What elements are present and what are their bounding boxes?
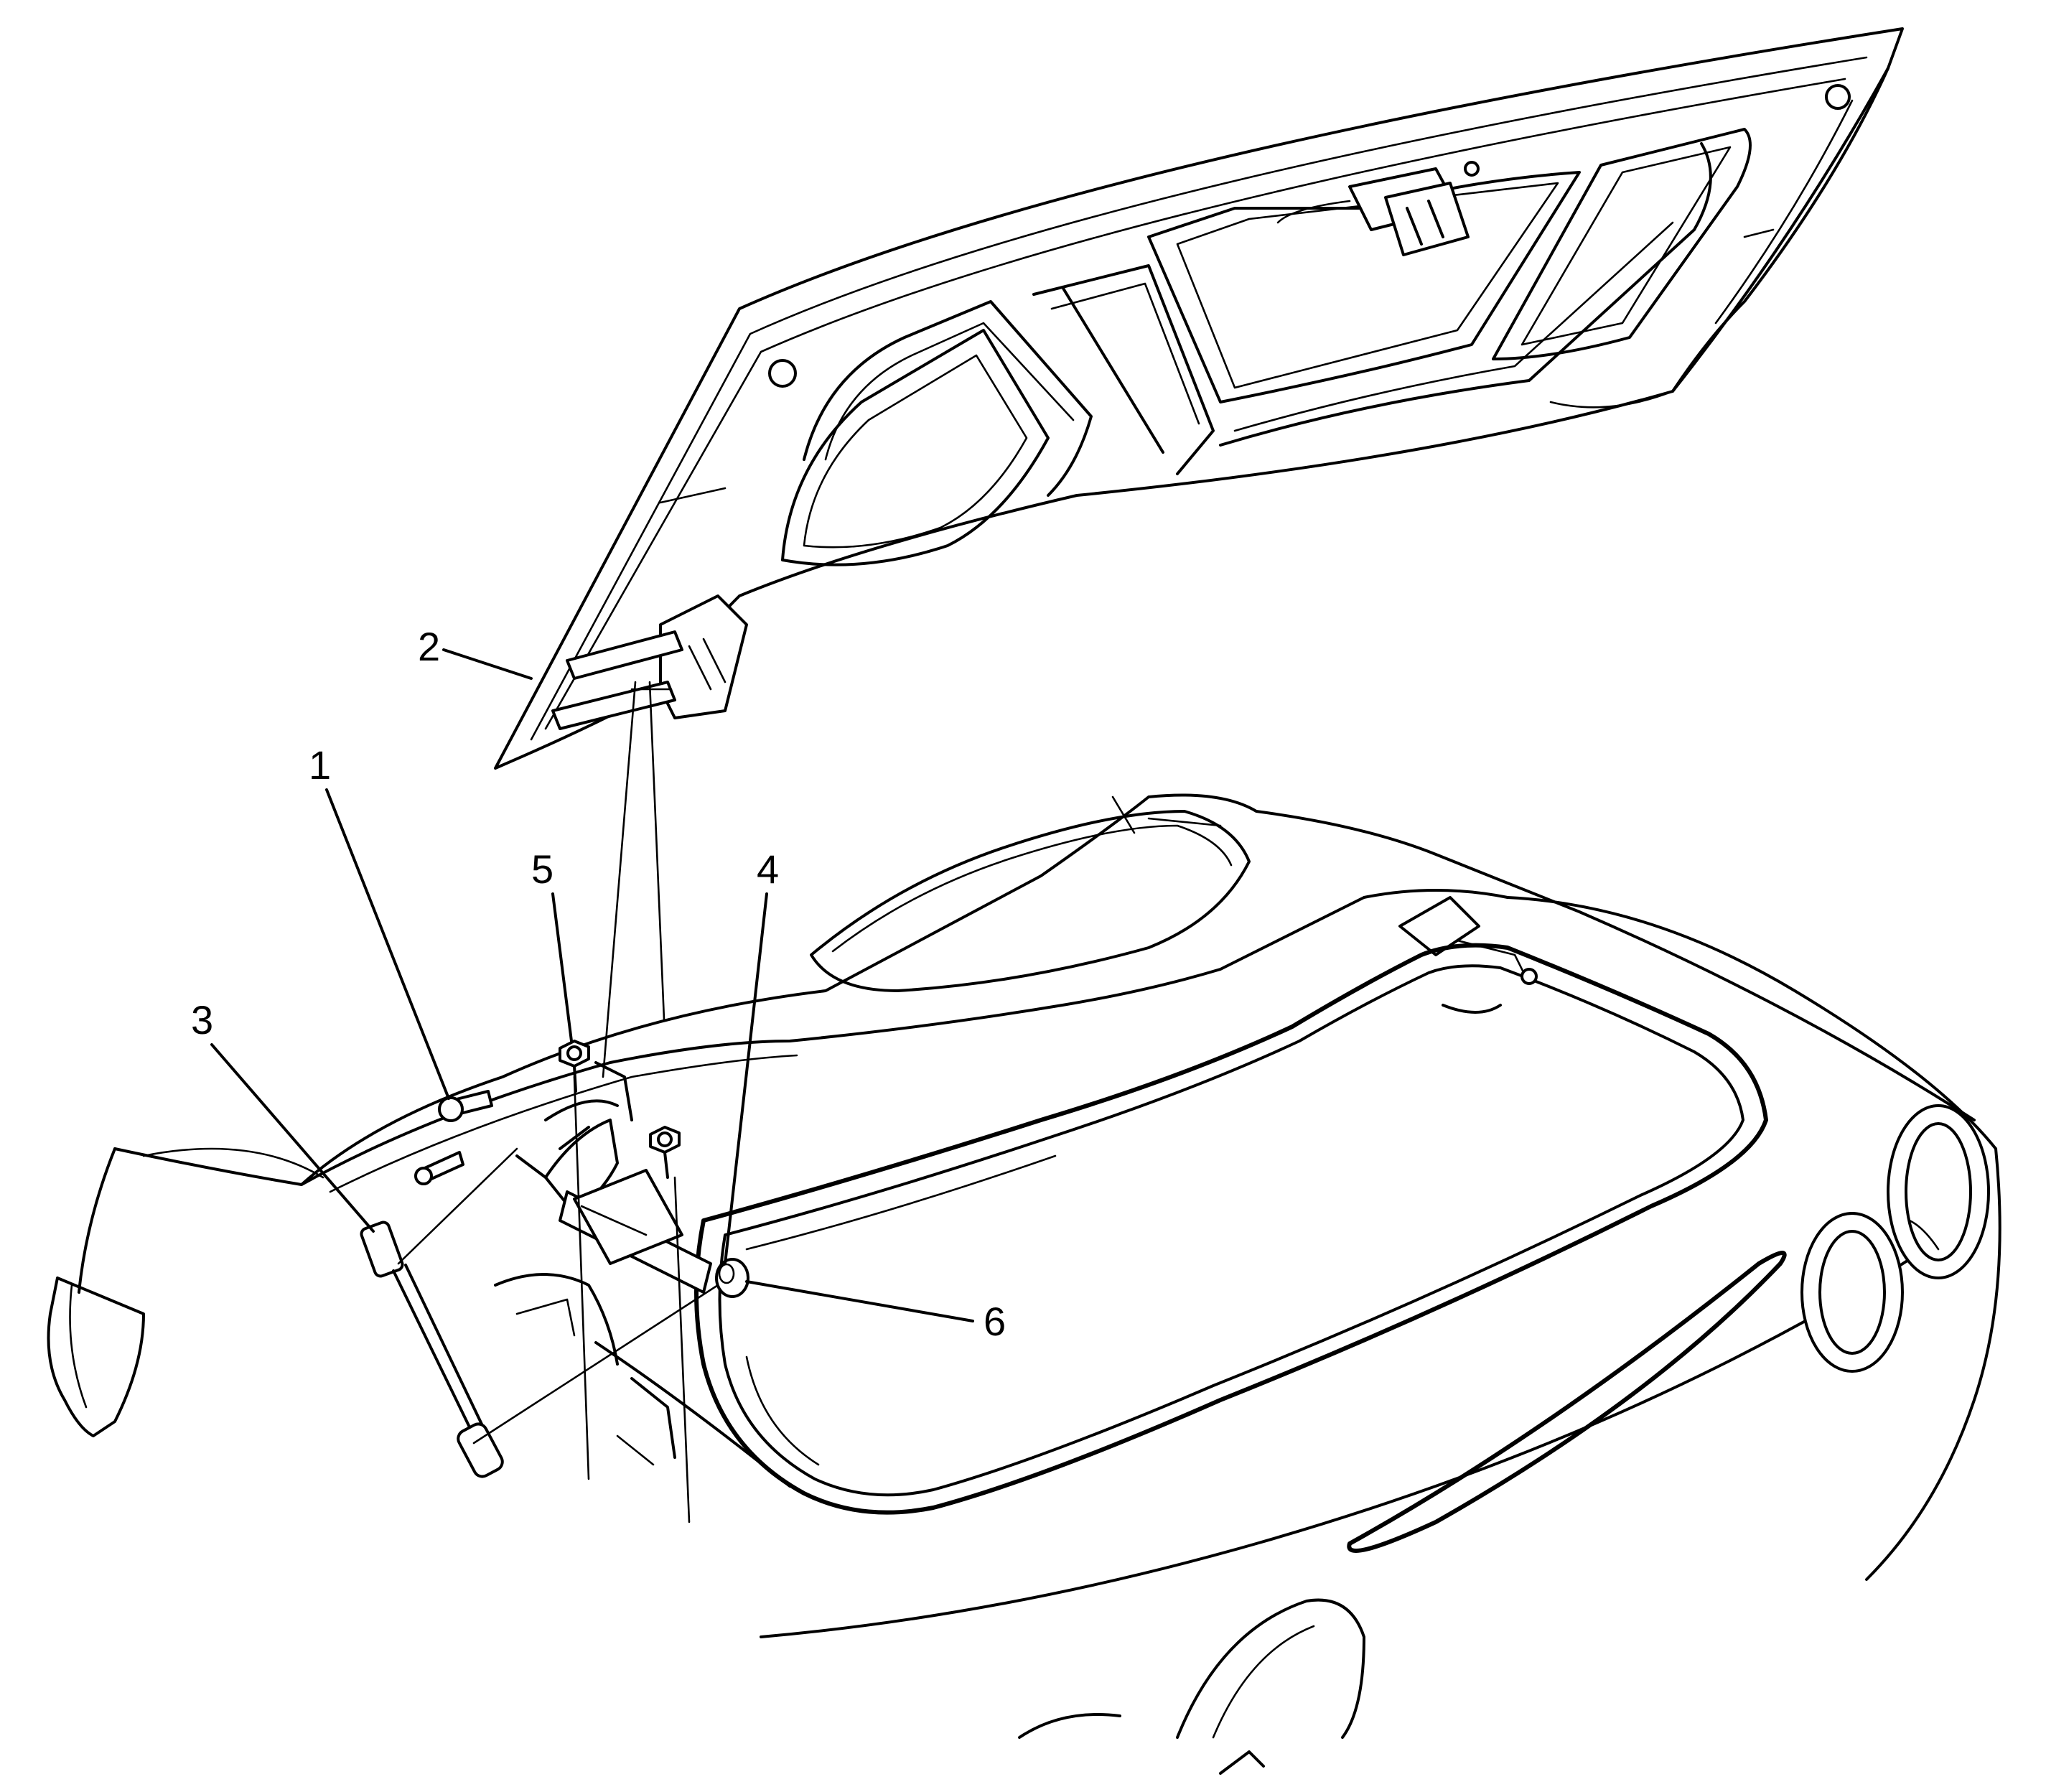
callout-1-label: 1 [309, 742, 331, 788]
callout-4-label: 4 [757, 846, 779, 892]
side-scoop [1347, 1251, 1787, 1553]
trunk-opening [694, 943, 1768, 1515]
callout-3: 3 [191, 997, 375, 1233]
callout-5: 5 [531, 846, 573, 1042]
hinge-nut-right [649, 1126, 681, 1179]
hinge-bolt [414, 1090, 493, 1185]
callout-3-label: 3 [191, 997, 213, 1042]
lid-latch [1276, 161, 1480, 256]
callout-4: 4 [724, 846, 779, 1265]
tail-light-lower [1018, 1598, 1365, 1775]
lid-bumper-left [768, 359, 797, 388]
bumper-stop [715, 1258, 749, 1298]
callout-2-label: 2 [418, 624, 440, 669]
callout-6: 6 [745, 1280, 1006, 1344]
callout-6-label: 6 [984, 1299, 1006, 1344]
callout-5-label: 5 [531, 846, 553, 892]
lid-hinge [515, 1061, 712, 1294]
lid-bumper-right [1825, 84, 1851, 110]
trunk-latch-striker [1398, 896, 1538, 1014]
tail-light-upper [1800, 1104, 1990, 1373]
lid-support-strut [360, 1221, 504, 1478]
callout-1: 1 [309, 742, 450, 1100]
callout-2: 2 [418, 624, 533, 680]
alignment-lines [397, 681, 719, 1523]
compartment-lid [494, 27, 1904, 770]
vehicle-body [47, 793, 2001, 1775]
